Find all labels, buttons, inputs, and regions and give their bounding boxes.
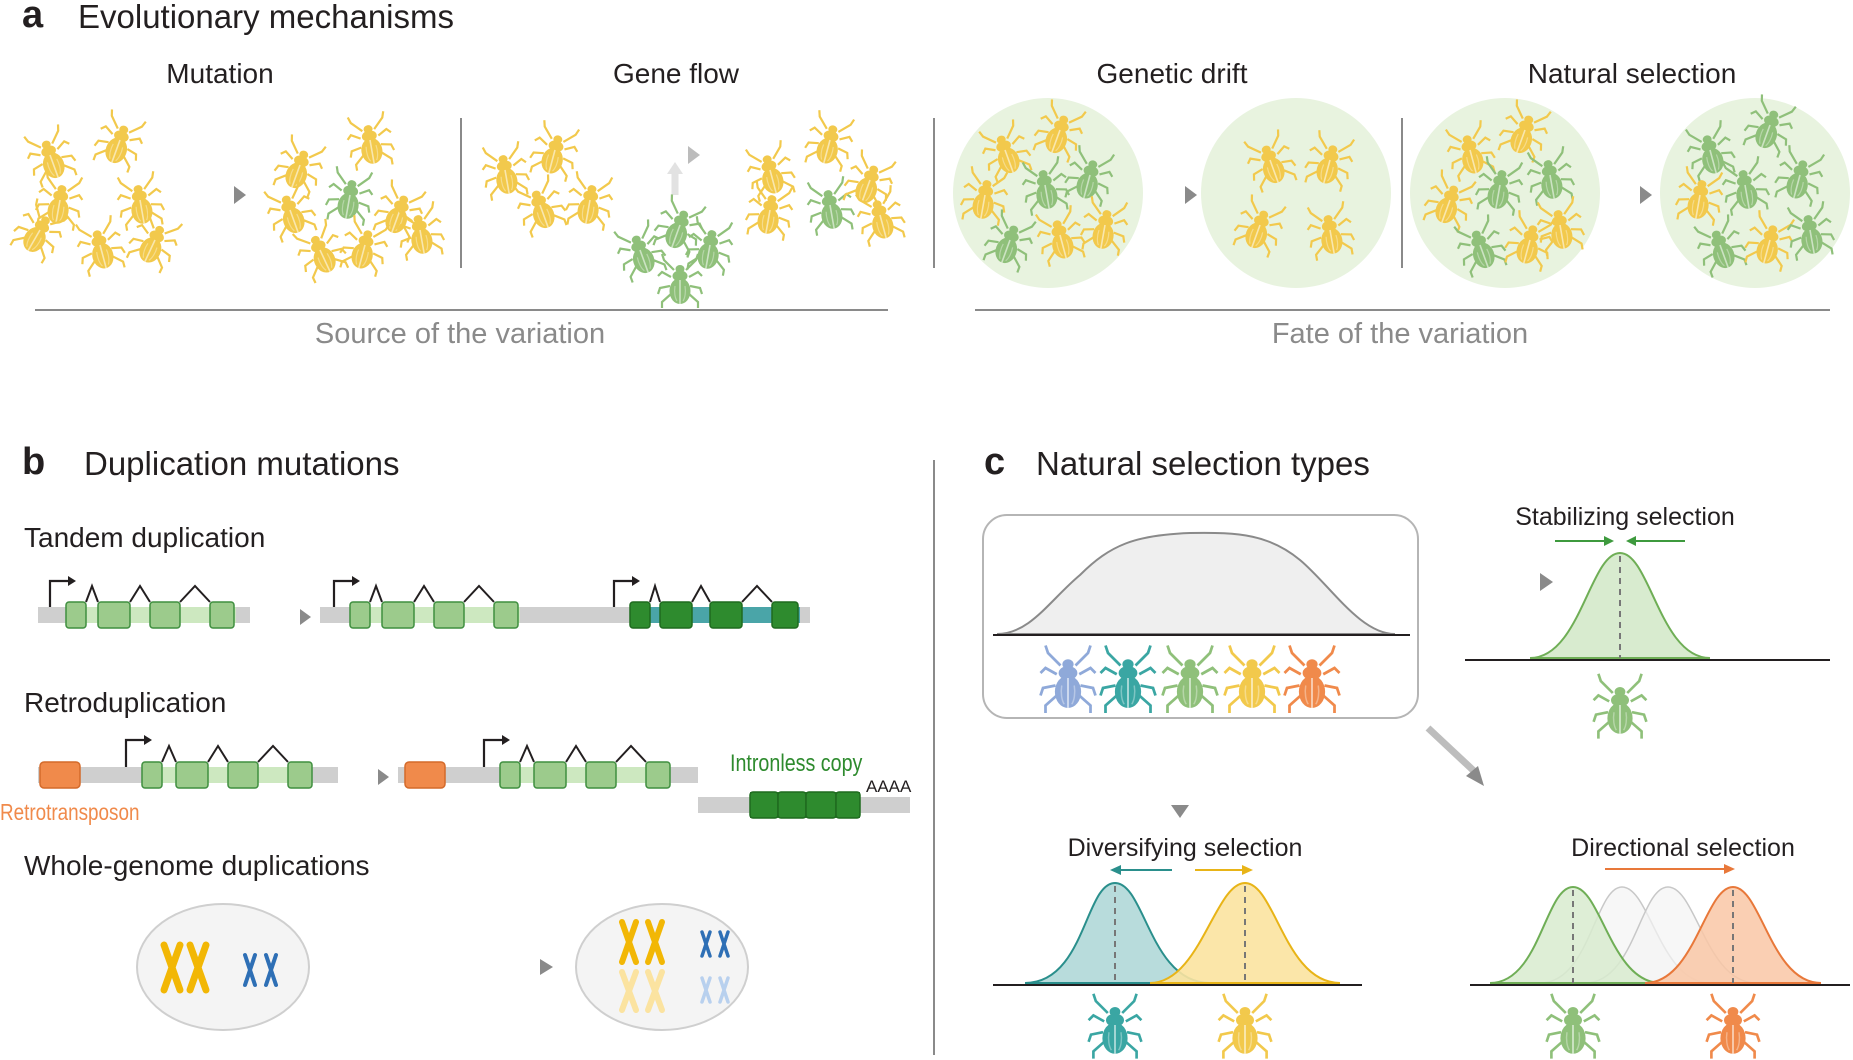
polya-tail-label: AAAA (866, 777, 912, 796)
beetle-icon (342, 109, 398, 173)
directional-curve-start (1489, 885, 1662, 984)
group-label-source: Source of the variation (314, 318, 606, 350)
beetle-icon (525, 118, 585, 184)
mechanism-label-genetic-drift: Genetic drift (1096, 58, 1248, 89)
tandem-gene-duplicated (320, 576, 810, 629)
beetle-icon (335, 213, 395, 279)
promoter-icon (482, 738, 504, 767)
beetle-icon (322, 164, 378, 228)
arrow-icon (1610, 186, 1652, 204)
arrow-icon (268, 609, 311, 625)
phenotype-distribution-curve (996, 531, 1396, 635)
beetle-icon (112, 169, 168, 233)
arrow-icon (348, 769, 389, 785)
arrow-icon (1171, 735, 1189, 818)
arrow-icon (1155, 186, 1197, 204)
beetle-icon (562, 169, 618, 233)
diversifying-curve-left (1024, 881, 1211, 984)
retrotransposon-label: Retrotransposon (0, 799, 140, 825)
panel-a-title: Evolutionary mechanisms (78, 0, 454, 35)
directional-selection-label: Directional selection (1571, 834, 1795, 862)
mechanism-label-natural-selection: Natural selection (1527, 58, 1737, 89)
beetle-icon (1087, 992, 1143, 1060)
beetle-icon (838, 146, 901, 215)
beetle-icon (477, 139, 533, 203)
beetle-icon (268, 131, 331, 200)
promoter-icon (124, 738, 146, 767)
arrow-icon (1465, 573, 1553, 591)
whole-genome-duplications-label: Whole-genome duplications (24, 850, 370, 881)
promoter-icon (48, 579, 70, 607)
retro-gene-after (398, 735, 698, 789)
arrow-icon (655, 146, 700, 164)
beetle-icon (70, 213, 130, 279)
beetle-icon (800, 108, 860, 174)
diversifying-selection-label: Diversifying selection (1067, 834, 1303, 862)
promoter-icon (332, 579, 354, 607)
panel-c-title: Natural selection types (1036, 445, 1370, 482)
chromosome-icon (160, 941, 278, 994)
tandem-duplication-label: Tandem duplication (24, 522, 266, 553)
intronless-copy (698, 791, 910, 819)
intronless-copy-label: Intronless copy (730, 750, 863, 777)
beetle-icon (88, 106, 151, 175)
beetle-icon (259, 176, 322, 245)
group-label-fate: Fate of the variation (1271, 318, 1529, 350)
retrotransposon-block (39, 761, 81, 789)
retro-gene-original (38, 735, 338, 789)
chromosome-icon (619, 919, 730, 1013)
beetle-icon (656, 252, 704, 310)
tandem-gene-original (38, 576, 250, 629)
beetle-icon (802, 174, 858, 238)
panel-b-label: b (22, 441, 46, 483)
nucleus-before (136, 903, 310, 1031)
arrow-icon (667, 162, 683, 195)
mechanism-label-gene-flow: Gene flow (612, 58, 740, 89)
drift-population-after (1201, 98, 1391, 288)
panel-b-title: Duplication mutations (84, 445, 400, 482)
beetle-icon (1592, 672, 1648, 740)
beetle-icon (1545, 992, 1601, 1060)
promoter-icon (612, 579, 634, 607)
panel-c-label: c (984, 441, 1006, 483)
mechanism-label-mutation: Mutation (166, 58, 274, 89)
arrow-icon (1425, 725, 1484, 786)
retroduplication-label: Retroduplication (24, 687, 227, 718)
stabilizing-selection-label: Stabilizing selection (1515, 503, 1735, 531)
arrow-icon (200, 186, 246, 204)
panel-a-label: a (22, 0, 44, 36)
beetle-icon (1705, 992, 1761, 1060)
beetle-icon (19, 121, 82, 190)
arrow-icon (320, 959, 553, 975)
beetle-icon (1217, 992, 1273, 1060)
